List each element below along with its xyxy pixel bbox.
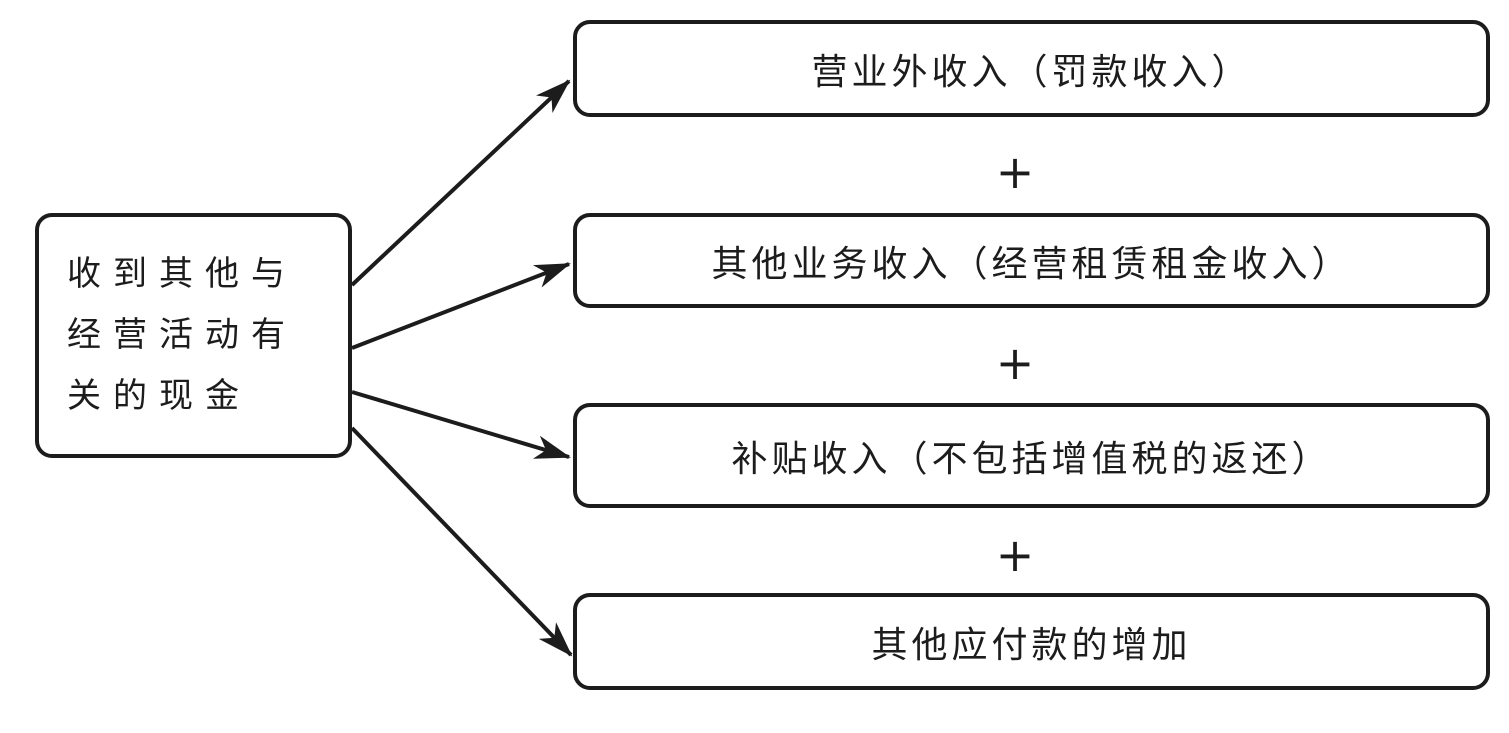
source-text-line-3: 关的现金 [67,378,251,415]
plus-operator-1: + [995,145,1035,199]
target-box-4-label: 其他应付款的增加 [871,624,1192,665]
target-box-1-label: 营业外收入（罚款收入） [811,51,1252,92]
target-box-1: 营业外收入（罚款收入） [573,20,1490,117]
target-box-3: 补贴收入（不包括增值税的返还） [573,403,1490,508]
plus-operator-3: + [995,528,1035,582]
arrow-to-target-2 [351,262,571,350]
source-box: 收到其他与 经营活动有 关的现金 [35,213,352,458]
arrow-to-target-4 [350,426,573,657]
target-box-2-label: 其他业务收入（经营租赁租金收入） [711,243,1352,284]
arrow-to-target-3 [351,390,571,459]
source-text-line-1: 收到其他与 [67,256,297,293]
arrow-to-target-1 [350,79,571,287]
target-box-3-label: 补贴收入（不包括增值税的返还） [731,438,1332,479]
plus-operator-2: + [995,336,1035,390]
source-text-line-2: 经营活动有 [67,317,297,354]
target-box-2: 其他业务收入（经营租赁租金收入） [573,213,1490,308]
target-box-4: 其他应付款的增加 [573,593,1490,690]
